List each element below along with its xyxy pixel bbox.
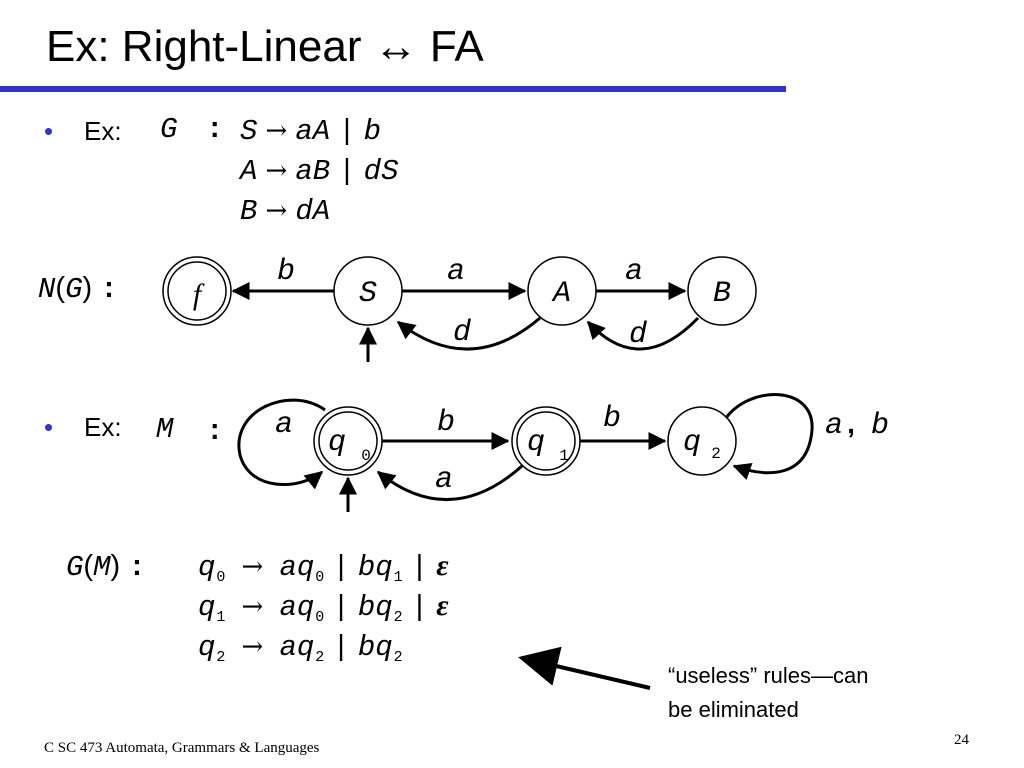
edge-label-q1-q2: b	[603, 402, 621, 436]
ng-label: N(G) :	[38, 272, 118, 306]
grammar-colon: :	[206, 113, 224, 146]
machine-colon: :	[206, 415, 224, 448]
bullet-2: •	[44, 412, 54, 442]
edge-label-d1: d	[453, 316, 471, 350]
note-line-2: be eliminated	[668, 697, 799, 722]
ex-label-1: Ex:	[84, 116, 122, 146]
state-q2	[667, 406, 737, 476]
edge-label-q2-loop-comma: ,	[847, 408, 855, 439]
state-q1-label: q	[527, 426, 545, 460]
state-s-label: S	[359, 277, 377, 311]
state-q0-inner	[318, 411, 378, 471]
gm-label: G(M) :	[66, 550, 146, 584]
edge-q2-loop	[724, 393, 814, 480]
state-b-label: B	[713, 277, 731, 311]
m-automaton: q 0 q 1 q 2 a b a b a , b	[237, 393, 889, 512]
edge-label-a1: a	[447, 255, 465, 289]
edge-label-q2-loop-b: b	[871, 409, 889, 443]
gm-rule-q1: q1 → aq0 | bq2 | ε	[198, 589, 449, 626]
page-number: 24	[954, 732, 969, 748]
grammar-name-g: G	[160, 113, 178, 146]
state-q0-sub: 0	[361, 447, 371, 465]
state-q1-inner	[516, 411, 576, 471]
note-line-1: “useless” rules—can	[668, 663, 869, 688]
machine-name-m: M	[156, 413, 174, 446]
edge-label-q1-q0: a	[435, 463, 453, 497]
edge-label-q2-loop-a: a	[825, 409, 843, 443]
title-underline	[0, 86, 786, 92]
state-q2-sub: 2	[711, 445, 721, 463]
state-q0-label: q	[328, 426, 346, 460]
edge-q0-loop	[237, 398, 326, 490]
gm-rule-q0: q0 → aq0 | bq1 | ε	[198, 549, 449, 586]
state-q2-label: q	[683, 426, 701, 460]
state-f-inner	[167, 261, 227, 321]
rule-s: S → aA | b	[240, 115, 382, 148]
edge-b-to-a	[586, 316, 700, 351]
rule-b: B → dA	[240, 195, 331, 228]
gm-rule-q2: q2 → aq2 | bq2	[198, 631, 403, 666]
edge-label-a2: a	[625, 255, 643, 289]
note-pointer-arrow	[518, 646, 651, 690]
ex-label-2: Ex:	[84, 412, 122, 442]
rule-a: A → aB | dS	[240, 155, 399, 188]
state-a-label: A	[551, 277, 571, 311]
bullet-1: •	[44, 116, 54, 146]
ng-automaton: f S A B b a a d d	[162, 255, 757, 362]
footer-course: C SC 473 Automata, Grammars & Languages	[44, 740, 320, 756]
edge-label-q0-q1: b	[437, 406, 455, 440]
edge-q1-to-q0	[376, 464, 523, 501]
slide-title: Ex: Right-Linear ↔ FA	[46, 22, 484, 71]
state-b	[687, 256, 757, 326]
edge-a-to-s	[396, 316, 541, 351]
edge-label-d2: d	[629, 318, 647, 352]
edge-label-b: b	[277, 255, 295, 289]
state-q1-sub: 1	[559, 447, 569, 465]
edge-label-q0-loop: a	[275, 408, 293, 442]
